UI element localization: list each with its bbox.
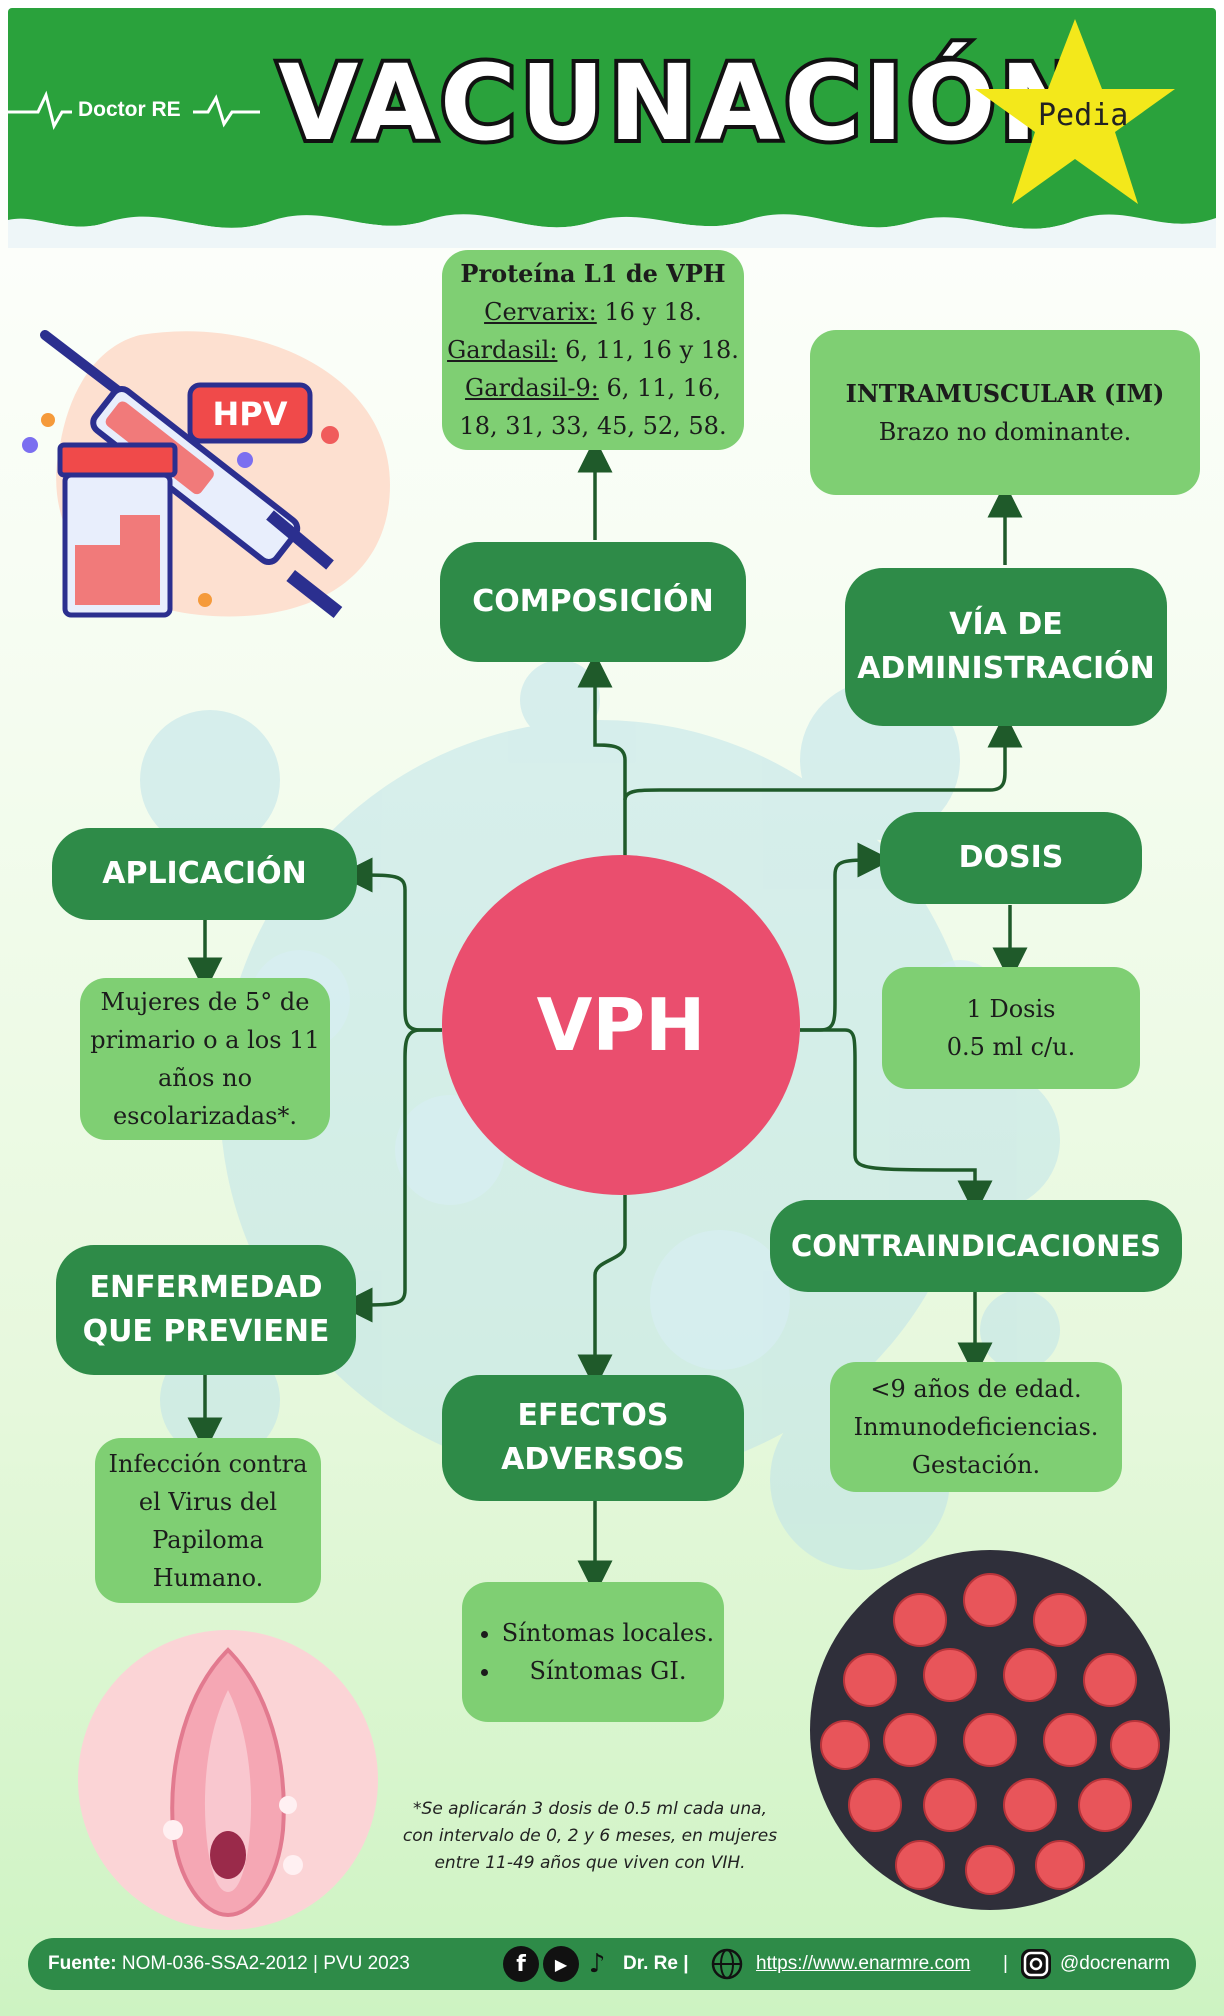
composicion-cervarix: Cervarix: 16 y 18. [484,298,702,326]
contraindicaciones-detail-line2: Inmunodeficiencias. [853,1413,1099,1441]
efectos-item: Síntomas locales. [502,1614,714,1652]
vial-icon [57,442,178,618]
footer-bar: Fuente: NOM-036-SSA2-2012 | PVU 2023 f ▶… [28,1938,1196,1990]
aplicacion-detail-line3: años no [157,1064,253,1092]
dosis-detail: 1 Dosis 0.5 ml c/u. [882,967,1140,1089]
enfermedad-detail-line3: Papiloma [152,1525,264,1554]
instagram-handle[interactable]: @docrenarm [1060,1953,1171,1974]
efectos-title-line2: ADVERSOS [501,1442,685,1477]
via-title-line2: ADMINISTRACIÓN [857,651,1155,686]
efectos-detail: Síntomas locales. Síntomas GI. [462,1582,724,1722]
facebook-icon[interactable]: f [503,1946,539,1982]
aplicacion-node: APLICACIÓN [52,828,357,920]
center-node-vph: VPH [442,855,800,1195]
efectos-node: EFECTOS ADVERSOS [442,1375,744,1501]
tiktok-icon[interactable]: ♪ [588,1949,606,1979]
footnote: *Se aplicarán 3 dosis de 0.5 ml cada una… [402,1799,778,1873]
via-node: VÍA DE ADMINISTRACIÓN [845,568,1167,726]
enfermedad-title-line1: ENFERMEDAD [89,1270,323,1305]
composicion-heading: Proteína L1 de VPH [460,259,726,288]
contraindicaciones-detail-line3: Gestación. [911,1451,1041,1479]
globe-icon[interactable] [710,1947,744,1981]
hpv-label: HPV [213,395,288,433]
footer-source: Fuente: NOM-036-SSA2-2012 | PVU 2023 [48,1953,410,1974]
pedia-badge: Pedia [1038,98,1129,133]
contraindicaciones-node: CONTRAINDICACIONES [770,1200,1182,1292]
website-link[interactable]: https://www.enarmre.com [756,1953,971,1974]
aplicacion-detail-line1: Mujeres de 5° de [100,988,310,1016]
efectos-list: Síntomas locales. Síntomas GI. [472,1614,714,1690]
logo-text: Doctor RE [78,98,181,121]
enfermedad-node: ENFERMEDAD QUE PREVIENE [56,1245,356,1375]
composicion-gardasil: Gardasil: 6, 11, 16 y 18. [447,336,739,364]
dosis-detail-line2: 0.5 ml c/u. [946,1033,1076,1061]
infographic-frame: Doctor RE VACUNACIÓN Pedia [8,8,1216,2008]
via-detail-line2: Brazo no dominante. [878,417,1132,446]
dosis-node: DOSIS [880,812,1142,904]
syringe-vial-illustration: HPV [22,330,390,618]
virus-illustration [810,1550,1170,1910]
via-detail: INTRAMUSCULAR (IM) Brazo no dominante. [810,330,1200,495]
contraindicaciones-detail-line1: <9 años de edad. [870,1375,1082,1403]
footer-brand: Dr. Re | [623,1953,689,1974]
aplicacion-detail-line4: escolarizadas*. [112,1102,298,1130]
enfermedad-detail: Infección contra el Virus del Papiloma H… [95,1438,321,1603]
aplicacion-detail: Mujeres de 5° de primario o a los 11 año… [80,978,330,1140]
via-title-line1: VÍA DE [949,607,1063,642]
aplicacion-detail-line2: primario o a los 11 [90,1026,320,1054]
efectos-item: Síntomas GI. [502,1652,714,1690]
heartbeat-logo-line [8,90,260,130]
enfermedad-detail-line2: el Virus del [138,1487,278,1516]
efectos-title-line1: EFECTOS [517,1398,669,1433]
footer-separator: | [1003,1953,1008,1974]
composicion-gardasil9-cont: 18, 31, 33, 45, 52, 58. [459,412,727,440]
enfermedad-detail-line4: Humano. [152,1563,264,1592]
contraindicaciones-detail: <9 años de edad. Inmunodeficiencias. Ges… [830,1362,1122,1492]
enfermedad-title-line2: QUE PREVIENE [82,1314,330,1349]
composicion-node: COMPOSICIÓN [440,542,746,662]
dosis-detail-line1: 1 Dosis [966,995,1056,1023]
anatomy-illustration [78,1630,378,1930]
snow-edge [8,178,1216,248]
via-detail-line1: INTRAMUSCULAR (IM) [845,378,1165,408]
composicion-detail: Proteína L1 de VPH Cervarix: 16 y 18. Ga… [442,250,744,450]
enfermedad-detail-line1: Infección contra [108,1449,308,1478]
youtube-icon[interactable]: ▶ [543,1946,579,1982]
composicion-gardasil9: Gardasil-9: 6, 11, 16, [465,374,721,402]
star-icon [975,19,1175,204]
instagram-icon[interactable] [1018,1946,1054,1982]
